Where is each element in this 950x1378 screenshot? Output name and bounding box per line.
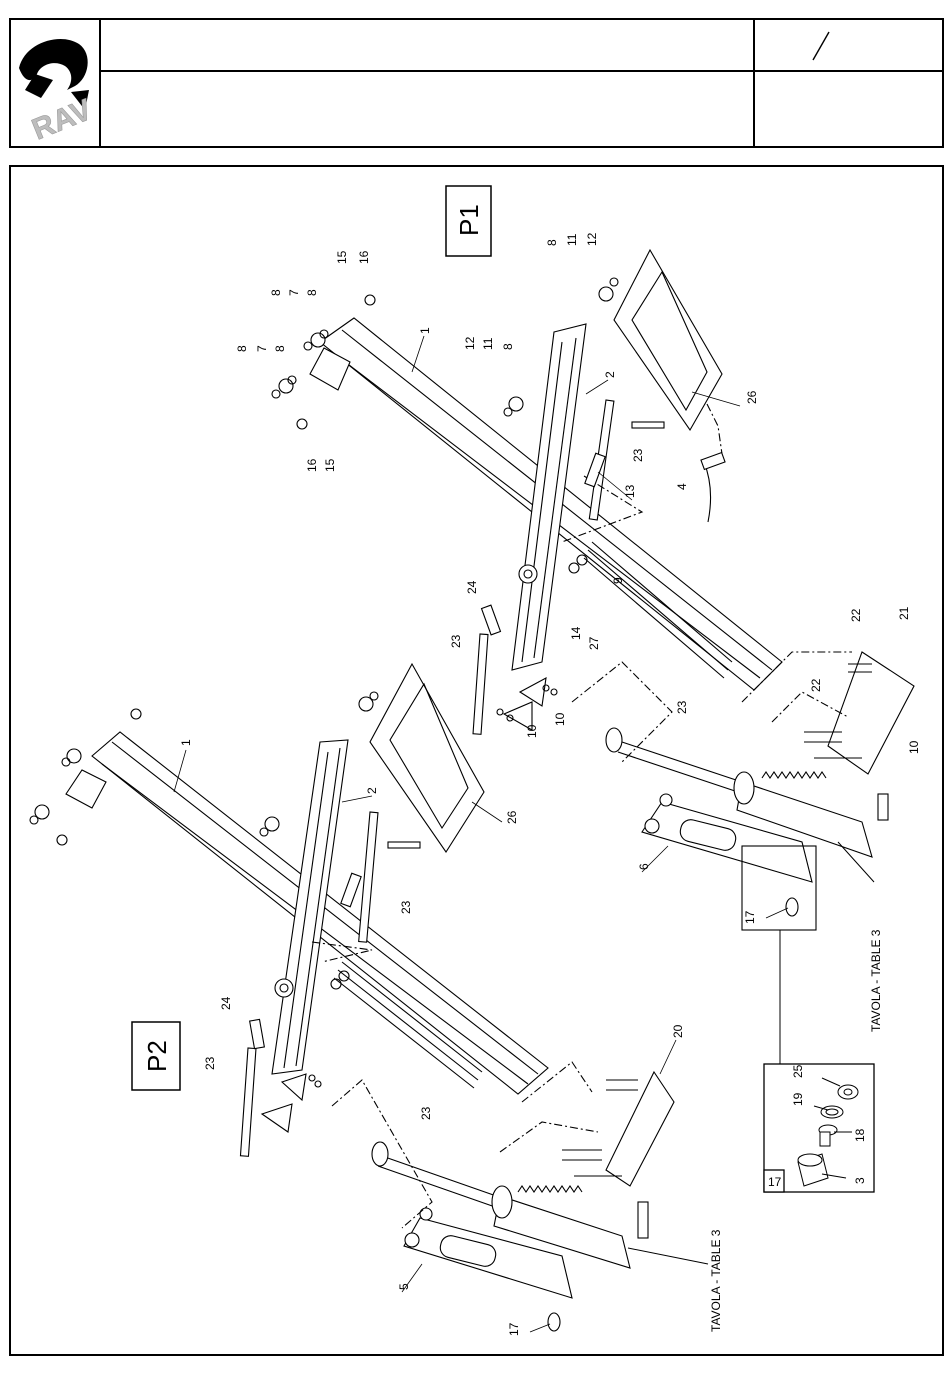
p1-callout-1: 1 bbox=[418, 327, 432, 334]
p1-callout-9: 9 bbox=[611, 577, 625, 584]
p1-callout-24: 24 bbox=[465, 580, 479, 594]
p1-callout-8a: 8 bbox=[269, 289, 283, 296]
page-slash bbox=[813, 32, 829, 60]
p2-callout-23b: 23 bbox=[203, 1056, 217, 1070]
p1-cable-4 bbox=[704, 462, 711, 522]
exploded-drawing: P1 P2 bbox=[11, 167, 942, 1354]
detail-part-18: 18 bbox=[853, 1128, 867, 1142]
p1-callout-7b: 7 bbox=[255, 345, 269, 352]
exploded-drawing-frame: P1 P2 bbox=[9, 165, 944, 1356]
detail-part-19: 19 bbox=[791, 1092, 805, 1106]
p2-callout-24: 24 bbox=[219, 996, 233, 1010]
p2-table-ref: TAVOLA - TABLE 3 bbox=[709, 1229, 723, 1332]
detail-part-3: 3 bbox=[853, 1177, 867, 1184]
p1-callout-23b: 23 bbox=[449, 634, 463, 648]
p1-callout-4: 4 bbox=[675, 483, 689, 490]
p2-callout-1: 1 bbox=[179, 739, 193, 746]
p1-callout-13: 13 bbox=[623, 484, 637, 498]
p1-callout-6: 6 bbox=[637, 863, 651, 870]
p1-callout-26: 26 bbox=[745, 390, 759, 404]
p1-view-label: P1 bbox=[454, 204, 484, 236]
p1-callout-27: 27 bbox=[587, 636, 601, 650]
p1-callout-22a: 22 bbox=[849, 608, 863, 622]
p2-callout-20: 20 bbox=[671, 1024, 685, 1038]
p1-callout-23a: 23 bbox=[631, 448, 645, 462]
detail-part-25: 25 bbox=[791, 1064, 805, 1078]
p1-callout-8b: 8 bbox=[305, 289, 319, 296]
p1-callout-10b: 10 bbox=[553, 712, 567, 726]
title-block: RAV bbox=[9, 18, 944, 148]
logo-cell: RAV bbox=[11, 20, 101, 146]
p1-callout-21: 21 bbox=[897, 606, 911, 620]
p2-view-label: P2 bbox=[142, 1040, 172, 1072]
p1-callout-8d: 8 bbox=[273, 345, 287, 352]
p1-callout-8e: 8 bbox=[501, 343, 515, 350]
p1-callout-23c: 23 bbox=[675, 700, 689, 714]
p1-callout-2: 2 bbox=[603, 371, 617, 378]
p1-callout-8f: 8 bbox=[545, 239, 559, 246]
title-line-1 bbox=[99, 20, 753, 72]
p2-callout-23c: 23 bbox=[419, 1106, 433, 1120]
p1-rail-23-b bbox=[473, 634, 488, 734]
p1-callout-8c: 8 bbox=[235, 345, 249, 352]
p1-callout-15a: 15 bbox=[335, 250, 349, 264]
p1-callout-10c: 10 bbox=[907, 740, 921, 754]
page-cell bbox=[753, 20, 942, 146]
p2-cylinder-5 bbox=[372, 1142, 648, 1298]
p1-callout-11a: 11 bbox=[481, 337, 495, 350]
p1-callout-10a: 10 bbox=[525, 724, 539, 738]
p1-platform-26 bbox=[614, 250, 722, 430]
p2-callout-2: 2 bbox=[365, 787, 379, 794]
p2-callout-17: 17 bbox=[507, 1322, 521, 1336]
p2-callout-26: 26 bbox=[505, 810, 519, 824]
title-line-2 bbox=[99, 72, 753, 144]
p1-table-ref: TAVOLA - TABLE 3 bbox=[869, 929, 883, 1032]
title-cell bbox=[99, 20, 755, 146]
p1-callout-12b: 12 bbox=[585, 232, 599, 246]
p1-callout-7a: 7 bbox=[287, 289, 301, 296]
p2-callout-23a: 23 bbox=[399, 900, 413, 914]
p1-callout-16a: 16 bbox=[357, 250, 371, 264]
page-number-cell bbox=[753, 20, 942, 72]
detail-17-tag: 17 bbox=[768, 1175, 782, 1189]
p1-callout-12a: 12 bbox=[463, 336, 477, 350]
p1-callout-16b: 16 bbox=[305, 458, 319, 472]
p1-callout-15b: 15 bbox=[323, 458, 337, 472]
logo-text: RAV bbox=[28, 93, 97, 146]
p1-callout-11b: 11 bbox=[565, 233, 579, 246]
p2-rail-23-b bbox=[240, 1048, 256, 1156]
rav-logo: RAV bbox=[11, 20, 99, 146]
p2-base-plate-20 bbox=[606, 1072, 674, 1186]
p1-callout-22b: 22 bbox=[809, 678, 823, 692]
p1-callout-17: 17 bbox=[743, 910, 757, 924]
p1-callout-14: 14 bbox=[569, 626, 583, 640]
detail-17-box: 17 25 19 18 3 bbox=[764, 1064, 874, 1192]
